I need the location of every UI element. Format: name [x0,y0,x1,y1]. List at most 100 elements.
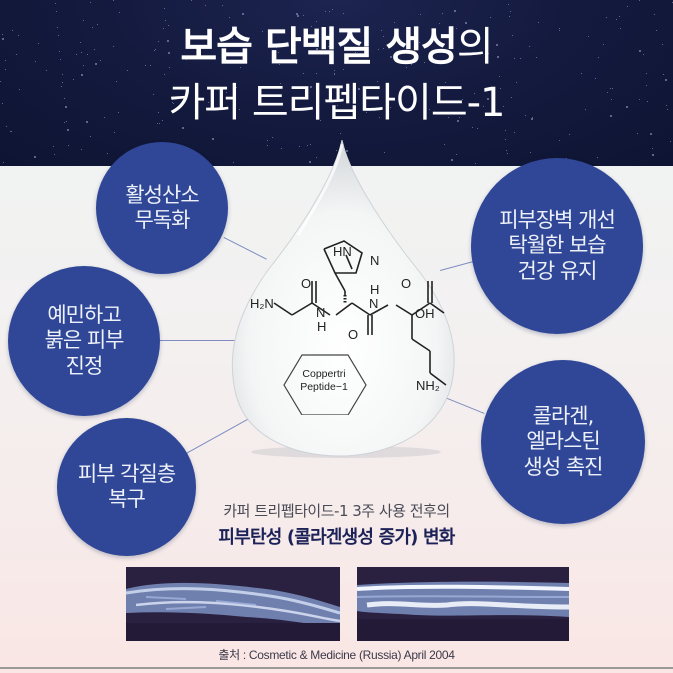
study-caption: 카퍼 트리펩타이드-1 3주 사용 전후의 [223,502,450,520]
star-dot [612,88,614,90]
star-dot [34,61,36,63]
benefit-bubble-barrier: 피부장벽 개선 탁월한 보습 건강 유지 [471,158,643,334]
star-dot [96,24,98,26]
star-dot [164,8,166,10]
star-dot [12,30,14,32]
star-dot [334,73,336,75]
title-bold: 보습 단백질 생성 [180,24,457,70]
star-dot [595,78,597,80]
star-dot [163,27,165,29]
star-dot [442,12,444,14]
atom-label-o3: O [401,276,412,291]
star-dot [669,140,671,142]
star-dot [171,102,173,104]
star-dot [2,102,4,104]
star-dot [191,0,192,1]
benefit-bubble-soothing: 예민하고 붉은 피부 진정 [8,266,160,416]
star-dot [328,10,330,12]
star-dot [334,69,336,71]
title-light: 의 [456,24,494,70]
star-dot [651,148,653,150]
star-dot [509,11,511,13]
star-dot [60,86,62,88]
star-dot [457,119,460,122]
star-dot [278,63,280,65]
star-dot [373,108,375,110]
star-dot [100,59,102,61]
star-dot [505,150,507,152]
star-dot [597,57,599,59]
star-dot [524,115,526,117]
star-dot [207,40,209,42]
star-dot [85,120,88,123]
star-dot [64,105,67,108]
star-dot [332,8,334,10]
star-dot [452,46,454,48]
atom-label-o2: O [348,327,359,342]
star-dot [103,117,105,119]
title-line-1: 보습 단백질 생성의 [0,14,673,72]
star-dot [115,81,117,83]
star-dot [168,66,170,68]
star-dot [68,145,70,147]
star-dot [277,113,279,115]
hexagon-label-line1: Coppertri [302,368,346,380]
star-dot [502,106,504,108]
star-dot [530,118,533,121]
star-dot [651,153,654,156]
star-dot [271,136,273,138]
star-dot [65,121,67,123]
star-dot [383,151,385,153]
star-dot [343,13,345,15]
star-dot [339,132,341,134]
star-dot [5,125,7,127]
star-dot [606,91,608,93]
star-dot [61,74,63,76]
star-dot [568,134,570,136]
star-dot [609,114,612,117]
star-dot [654,13,656,15]
star-dot [500,87,502,89]
star-dot [95,62,98,65]
star-dot [279,82,281,84]
star-dot [55,11,57,13]
star-dot [235,32,237,34]
star-dot [368,54,370,56]
star-dot [638,50,641,53]
connector-line-soothing [160,340,240,341]
star-dot [222,4,224,6]
star-dot [81,73,84,76]
star-dot [166,39,169,42]
star-dot [474,162,476,164]
star-dot [419,14,421,16]
star-dot [238,109,240,111]
star-dot [333,72,335,74]
star-dot [80,51,82,53]
star-dot [383,35,385,37]
star-dot [60,58,62,60]
star-dot [10,131,12,133]
star-dot [618,16,620,18]
benefit-label: 활성산소 무독화 [125,182,199,232]
star-dot [316,48,319,51]
star-dot [168,24,170,26]
atom-label-n1: N [316,305,326,320]
star-dot [489,17,491,19]
star-dot [609,87,611,89]
star-dot [298,146,300,148]
star-dot [83,19,85,21]
star-dot [296,14,299,17]
star-dot [63,97,65,99]
star-dot [266,145,268,147]
star-dot [91,27,93,29]
star-dot [168,51,171,54]
skin-ultrasound-before [126,567,340,641]
benefit-bubble-collagen: 콜라겐, 엘라스틴 생성 촉진 [481,360,645,524]
atom-label-oh: OH [415,306,435,321]
star-dot [277,51,279,53]
star-dot [17,35,19,37]
star-dot [666,105,668,107]
star-dot [441,85,443,87]
star-dot [303,72,305,74]
star-dot [328,46,330,48]
